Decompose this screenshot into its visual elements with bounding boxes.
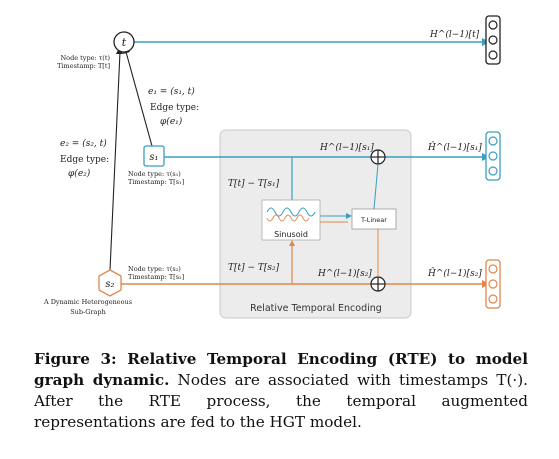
tlinear-label: T-Linear: [360, 216, 387, 224]
h-s2-label: H^(l−1)[s₂]: [317, 268, 372, 279]
hhat-s2-label: Ĥ^(l−1)[s₂]: [427, 267, 482, 279]
node-s1-type: Node type: τ(s₁): [128, 170, 181, 178]
sinusoid-wave: [266, 207, 316, 217]
node-t-timestamp: Timestamp: T[t]: [57, 62, 110, 70]
node-t-type: Node type: τ(t): [60, 54, 110, 62]
node-t-label: t: [122, 36, 127, 49]
h-t-label: H^(l−1)[t]: [429, 29, 480, 40]
edge1-eq: e₁ = (s₁, t): [148, 86, 195, 97]
node-s1-timestamp: Timestamp: T[s₁]: [128, 178, 184, 186]
h-s1-label: H^(l−1)[s₁]: [319, 142, 374, 153]
node-t: [113, 31, 135, 53]
edge1-type: Edge type:: [150, 103, 199, 113]
hhat-s1-label: Ĥ^(l−1)[s₁]: [427, 141, 482, 153]
edge2-eq: e₂ = (s₂, t): [60, 138, 107, 149]
edge2-type: Edge type:: [60, 155, 109, 165]
node-s2-label: s₂: [105, 279, 114, 290]
node-s2-type: Node type: τ(s₂): [128, 265, 181, 273]
output-stack-t: [485, 15, 501, 65]
node-s1: [143, 145, 165, 167]
delta1-label: T[t] − T[s₁]: [228, 179, 280, 189]
caption-text: Nodes are associated with timestamps T(·…: [34, 371, 528, 431]
delta2-label: T[t] − T[s₂]: [228, 263, 280, 273]
node-s2: [98, 269, 122, 297]
edge1-phi: φ(e₁): [160, 116, 183, 127]
subgraph-caption-2: Sub-Graph: [70, 308, 106, 316]
node-s1-label: s₁: [149, 152, 158, 163]
figure-caption: Figure 3: Relative Temporal Encoding (RT…: [34, 349, 528, 433]
subgraph-caption-1: A Dynamic Heterogeneous: [43, 298, 132, 306]
edge2-phi: φ(e₂): [68, 168, 91, 179]
plus-circle-s1: [370, 149, 386, 165]
output-stack-s2: [485, 259, 501, 309]
output-stack-s1: [485, 131, 501, 181]
caption-label: Figure 3:: [34, 350, 128, 368]
plus-circle-s2: [370, 276, 386, 292]
node-s2-timestamp: Timestamp: T[s₂]: [128, 273, 184, 281]
rte-figure: Relative Temporal Encoding H^(l−1)[t] H^…: [43, 15, 501, 319]
caption-bold: Relative Temporal Encoding (RTE) to mode…: [34, 350, 528, 389]
rte-box-label: Relative Temporal Encoding: [250, 303, 382, 314]
sinusoid-label: Sinusoid: [274, 230, 308, 239]
